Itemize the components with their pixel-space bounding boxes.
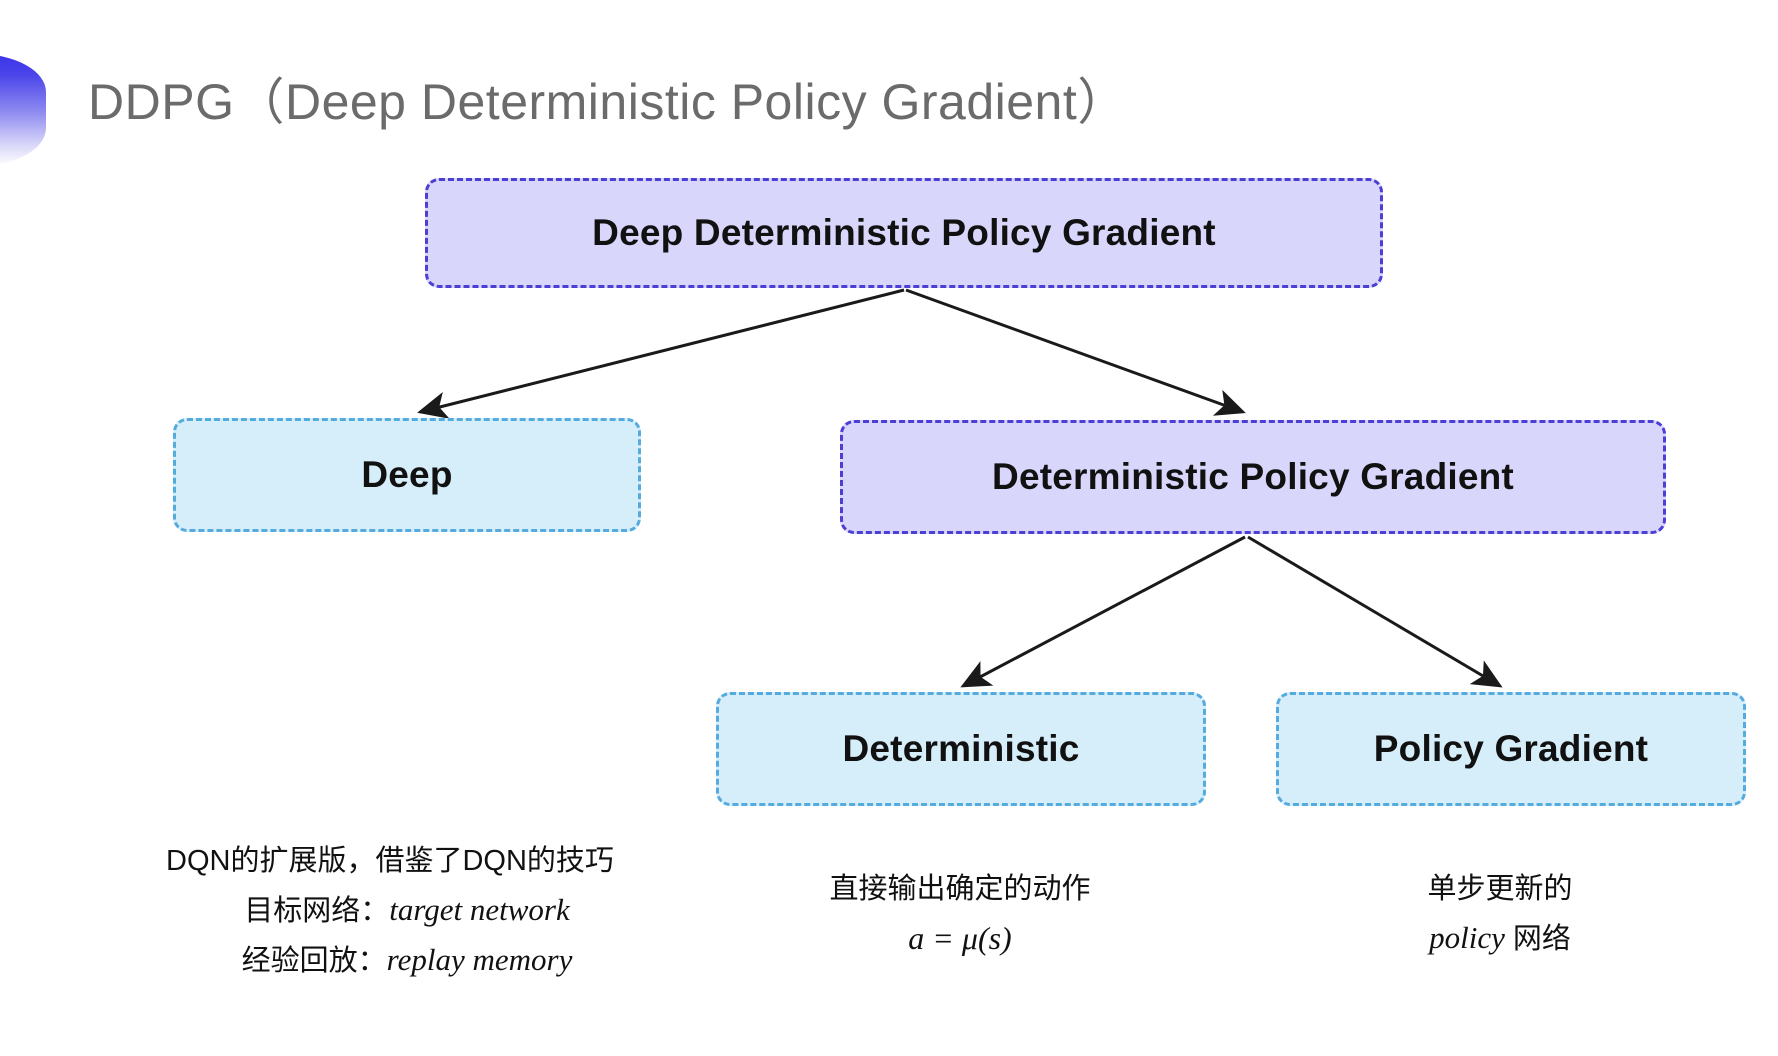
caption-policy-gradient-line1: 单步更新的	[1427, 873, 1573, 905]
caption-deterministic-line1: 直接输出确定的动作	[829, 873, 1091, 905]
caption-deep-line2: 目标网络：target network	[70, 885, 710, 935]
caption-policy-gradient-term: policy	[1429, 919, 1505, 955]
edge-root-to-deep	[417, 288, 905, 419]
caption-policy-gradient-suffix: 网络	[1504, 922, 1571, 955]
edge-root-to-dpg	[905, 288, 1246, 416]
caption-deep-line1: DQN的扩展版，借鉴了DQN的技巧	[166, 845, 614, 877]
node-deterministic-policy-gradient[interactable]: Deterministic Policy Gradient	[840, 420, 1666, 534]
node-deep[interactable]: Deep	[173, 418, 641, 532]
caption-deep-line3-label: 经验回放：	[241, 945, 387, 978]
caption-deep-line2-label: 目标网络：	[244, 894, 390, 927]
caption-deep-line2-term: target network	[389, 891, 570, 927]
node-policy-gradient[interactable]: Policy Gradient	[1276, 692, 1746, 806]
edge-dpg-to-deterministic	[960, 535, 1246, 688]
half-circle-gradient-accent-icon	[0, 54, 46, 166]
caption-deterministic-formula: a = μ(s)	[908, 919, 1012, 956]
caption-deep: DQN的扩展版，借鉴了DQN的技巧 目标网络：target network 经验…	[70, 838, 710, 985]
node-deep-deterministic-policy-gradient[interactable]: Deep Deterministic Policy Gradient	[425, 178, 1383, 288]
page-title: DDPG（Deep Deterministic Policy Gradient）	[88, 74, 1128, 130]
node-deterministic[interactable]: Deterministic	[716, 692, 1206, 806]
edge-dpg-to-policy-gradient	[1247, 535, 1503, 688]
caption-policy-gradient: 单步更新的 policy 网络	[1230, 866, 1770, 963]
caption-deep-line3: 经验回放：replay memory	[70, 935, 710, 985]
caption-policy-gradient-line2: policy 网络	[1230, 913, 1770, 963]
caption-deep-line3-term: replay memory	[386, 942, 573, 978]
caption-deterministic: 直接输出确定的动作 a = μ(s)	[680, 866, 1240, 965]
